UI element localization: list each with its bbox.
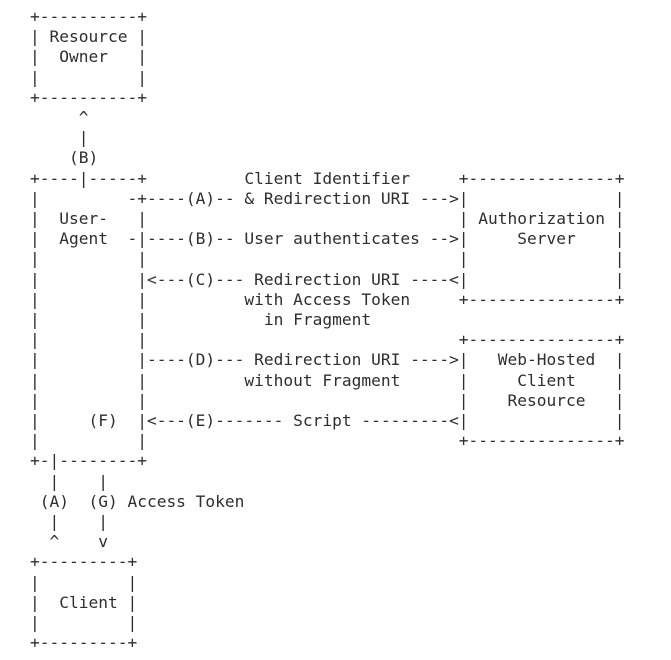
ascii-diagram-text: +----------+ | Resource | | Owner | | | … — [30, 7, 625, 653]
oauth-implicit-grant-flow-diagram: +----------+ | Resource | | Owner | | | … — [30, 7, 625, 653]
